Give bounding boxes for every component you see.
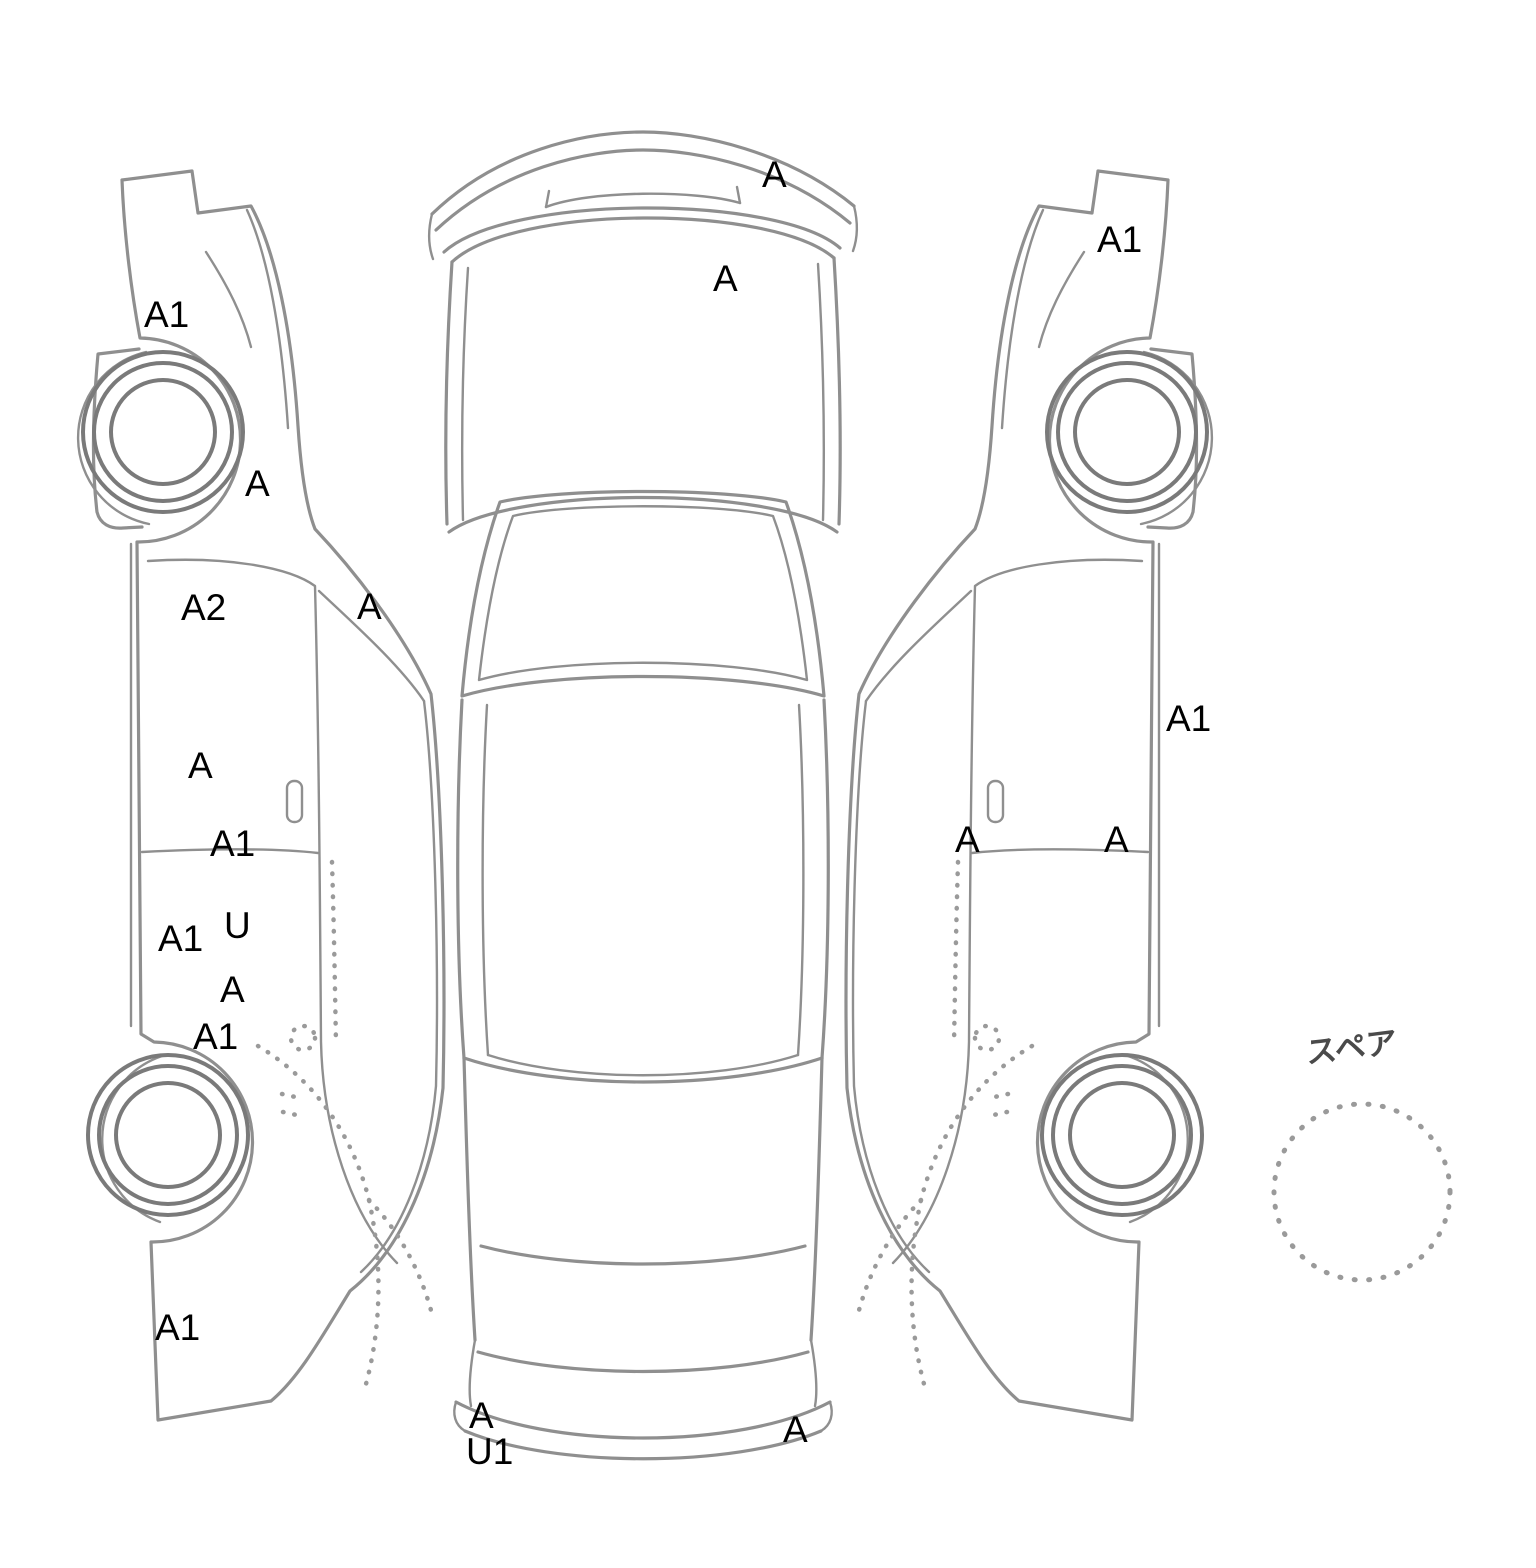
front-wheel-rim — [92, 361, 234, 503]
windshield-outer — [460, 489, 826, 698]
damage-code-left-rear-bumper: A1 — [155, 1307, 201, 1348]
damage-code-top-front-bumper: A — [762, 154, 787, 195]
body-side-right-rear — [809, 1056, 824, 1342]
hidden-handle — [288, 1023, 318, 1053]
front-bumper-mid — [434, 148, 852, 232]
damage-code-right-fender-top: A1 — [1097, 219, 1143, 260]
front-bumper-corner-right — [851, 204, 859, 253]
damage-code-left-rocker-rear: A1 — [158, 918, 204, 959]
rear-bumper-outer — [454, 1400, 832, 1440]
spare-tire — [1271, 1101, 1453, 1283]
damage-code-left-front-door-upper: A2 — [181, 587, 227, 628]
hidden-rear-contour-2 — [366, 1197, 435, 1317]
left-body-outline — [120, 169, 446, 1422]
damage-code-left-door-seam: A1 — [210, 823, 256, 864]
rear-wheel — [86, 1053, 250, 1217]
damage-code-left-front-door: A — [188, 745, 213, 786]
left-side-view — [76, 169, 446, 1422]
hidden-tick-1 — [279, 1091, 303, 1101]
damage-code-left-front-arch: A — [245, 463, 270, 504]
roof-rail-right-inner — [796, 703, 805, 1057]
rear-window-top-inner — [486, 1053, 800, 1077]
hood-leading-edge — [450, 216, 836, 264]
damage-code-left-rear-door: A — [220, 969, 245, 1010]
damage-code-top-rear-bumper: U1 — [466, 1431, 514, 1472]
right-side-view — [846, 171, 1212, 1420]
rear-window-top — [462, 1056, 824, 1084]
front-wheel — [81, 350, 245, 514]
damage-code-top-rear-right: A — [783, 1409, 808, 1450]
door-seam — [140, 848, 320, 855]
fender-inner-contour — [245, 208, 290, 430]
headlight-crease — [204, 250, 253, 349]
cowl-line — [447, 495, 839, 534]
roof-rail-left-outer — [456, 698, 466, 1060]
roof-rail-right-outer — [820, 698, 830, 1060]
hood-cut-right — [816, 262, 825, 522]
front-bumper-corner — [91, 347, 144, 530]
damage-code-right-rear-door: A — [955, 819, 980, 860]
damage-code-right-front-door: A — [1104, 819, 1129, 860]
body-side-left-front — [444, 260, 454, 526]
damage-code-left-rear-door-lower: A1 — [193, 1016, 239, 1057]
a-pillar-inner — [317, 589, 426, 703]
hood-cut-left — [461, 266, 470, 522]
rear-bumper-wrap-right — [809, 1338, 818, 1408]
rear-wheel-rim — [97, 1064, 239, 1206]
windshield-inner — [477, 505, 809, 682]
damage-code-right-rocker: A1 — [1166, 698, 1212, 739]
roof-rail-left-inner — [481, 703, 490, 1057]
door-handle — [285, 779, 304, 824]
trunk-line — [476, 1350, 810, 1374]
rear-wheel-hub — [114, 1081, 222, 1189]
rear-bumper-wrap-left — [468, 1338, 477, 1408]
belt-line — [146, 558, 399, 1265]
front-bumper-lower — [442, 206, 842, 254]
damage-code-top-hood: A — [713, 258, 738, 299]
front-wheel-hub — [109, 378, 217, 486]
top-view — [427, 130, 859, 1461]
damage-code-top-rear-left: A — [469, 1395, 494, 1436]
grille-tick-right — [735, 185, 742, 205]
rear-bumper-bottom — [463, 1429, 823, 1461]
grille-line — [544, 192, 742, 209]
front-bumper-corner-left — [427, 212, 435, 261]
damage-code-left-fender-top: A1 — [144, 294, 190, 335]
rear-deck-line — [479, 1244, 807, 1266]
front-bumper-outer — [430, 130, 856, 216]
damage-code-left-rear-door-u: U — [224, 905, 251, 946]
hidden-quarter-line — [329, 859, 339, 1047]
rear-bumper-corner-right — [819, 1400, 833, 1433]
damage-code-left-a-pillar: A — [357, 586, 382, 627]
rear-bumper-corner-left — [453, 1400, 467, 1433]
grille-tick-left — [544, 189, 551, 209]
hidden-tick-2 — [280, 1109, 304, 1119]
spare-tire-circle — [1271, 1101, 1453, 1283]
body-side-left-rear — [462, 1056, 477, 1342]
hidden-rear-contour — [255, 1043, 381, 1387]
roof-drip-rail — [359, 699, 439, 1274]
body-side-right-front — [832, 256, 842, 526]
